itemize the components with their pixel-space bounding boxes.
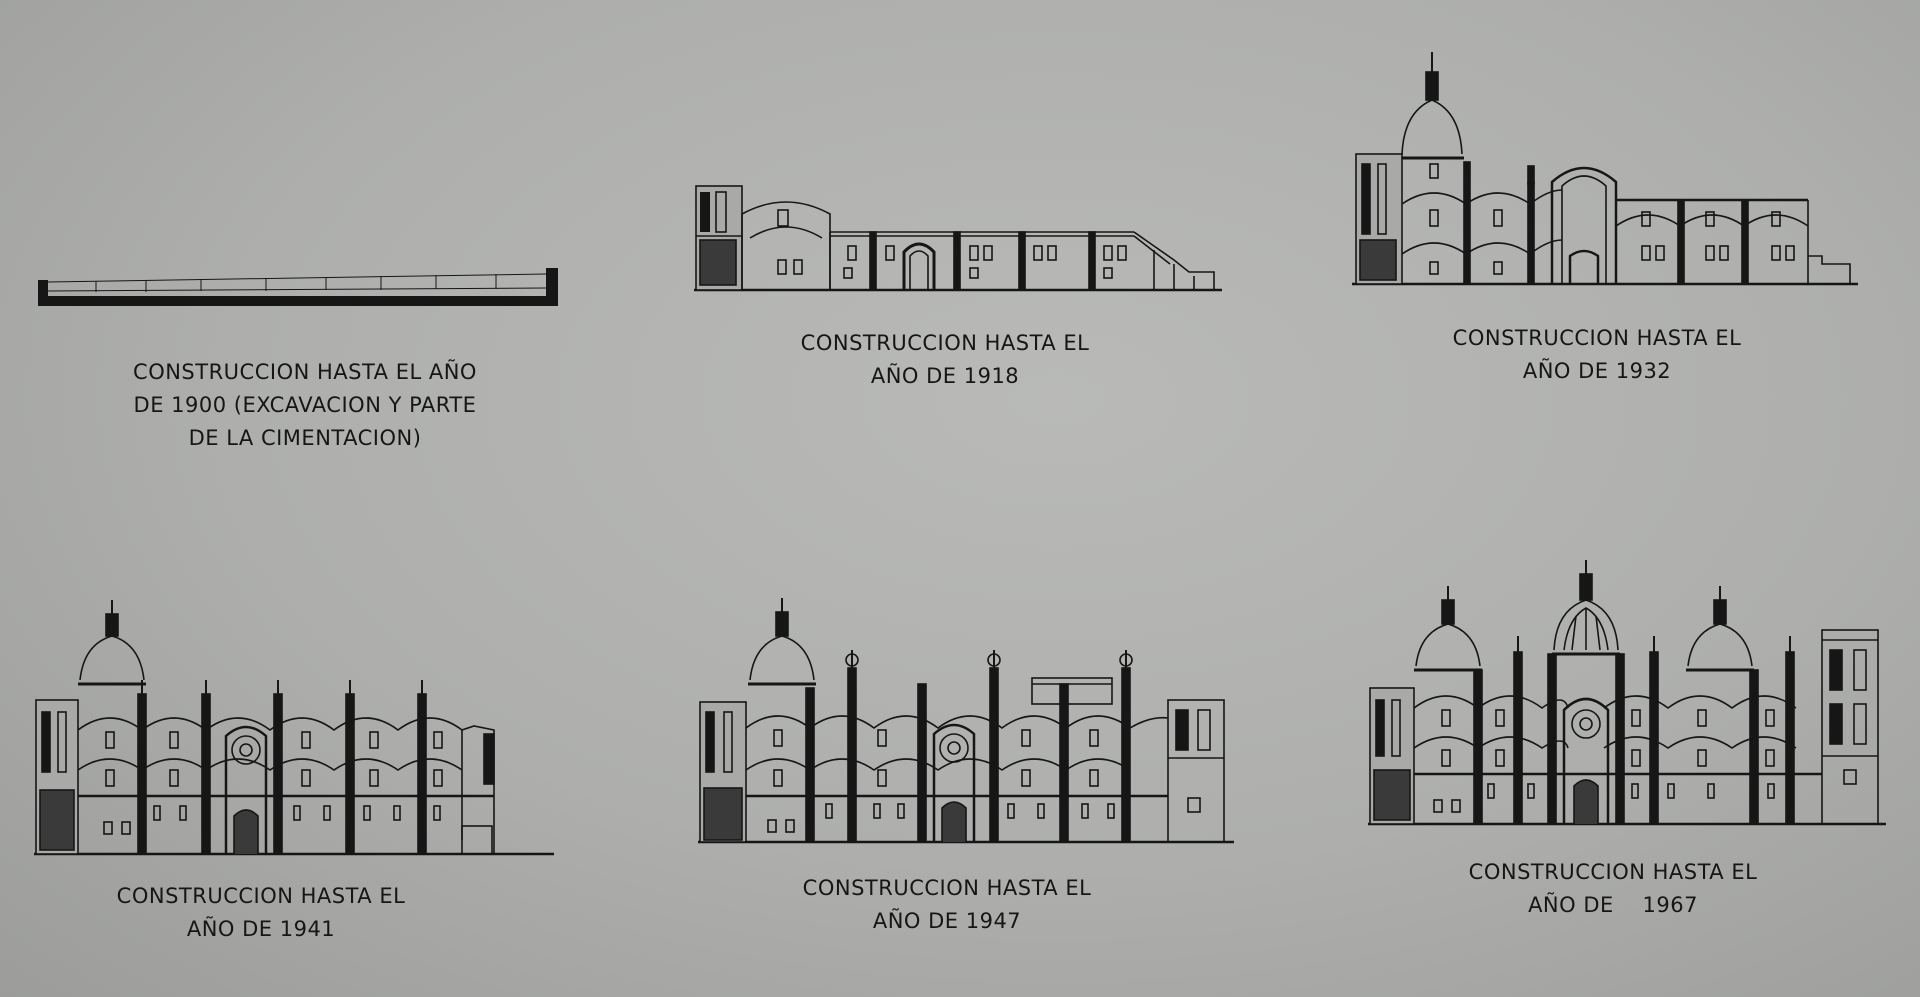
caption-line: DE 1900 (EXCAVACION Y PARTE (133, 393, 477, 417)
caption-line: CONSTRUCCION HASTA EL (1452, 326, 1742, 350)
stage-1941-caption: CONSTRUCCION HASTA EL AÑO DE 1941 (56, 880, 466, 946)
caption-line: CONSTRUCCION HASTA EL (800, 331, 1090, 355)
stage-1967-panel (1368, 560, 1888, 830)
stage-1900-caption: CONSTRUCCION HASTA EL AÑO DE 1900 (EXCAV… (90, 356, 520, 455)
elevation-1918-drawing (694, 185, 1222, 292)
stage-1932-panel (1352, 50, 1858, 290)
caption-line: DE LA CIMENTACION) (188, 426, 422, 450)
elevation-1941-drawing (34, 600, 554, 856)
stage-1932-caption: CONSTRUCCION HASTA EL AÑO DE 1932 (1392, 322, 1802, 388)
stage-1947-panel (698, 598, 1236, 848)
foundation-drawing (38, 268, 558, 306)
stage-1967-caption: CONSTRUCCION HASTA EL AÑO DE 1967 (1408, 856, 1818, 922)
caption-line: CONSTRUCCION HASTA EL (116, 884, 406, 908)
elevation-1947-drawing (698, 598, 1234, 844)
stage-1918-caption: CONSTRUCCION HASTA EL AÑO DE 1918 (740, 327, 1150, 393)
stage-1941-panel (34, 600, 556, 860)
caption-line: CONSTRUCCION HASTA EL (802, 876, 1092, 900)
stage-1918-panel (694, 180, 1224, 295)
elevation-1967-drawing (1368, 560, 1886, 826)
caption-line: CONSTRUCCION HASTA EL (1468, 860, 1758, 884)
caption-line: AÑO DE 1918 (870, 364, 1020, 388)
elevation-1932-drawing (1352, 52, 1858, 286)
caption-line: AÑO DE 1941 (186, 917, 336, 941)
caption-line: AÑO DE 1932 (1522, 359, 1672, 383)
stage-1900-panel (36, 262, 562, 322)
caption-line: AÑO DE 1967 (1528, 893, 1698, 917)
caption-line: AÑO DE 1947 (872, 909, 1022, 933)
stage-1947-caption: CONSTRUCCION HASTA EL AÑO DE 1947 (742, 872, 1152, 938)
caption-line: CONSTRUCCION HASTA EL AÑO (133, 360, 477, 384)
